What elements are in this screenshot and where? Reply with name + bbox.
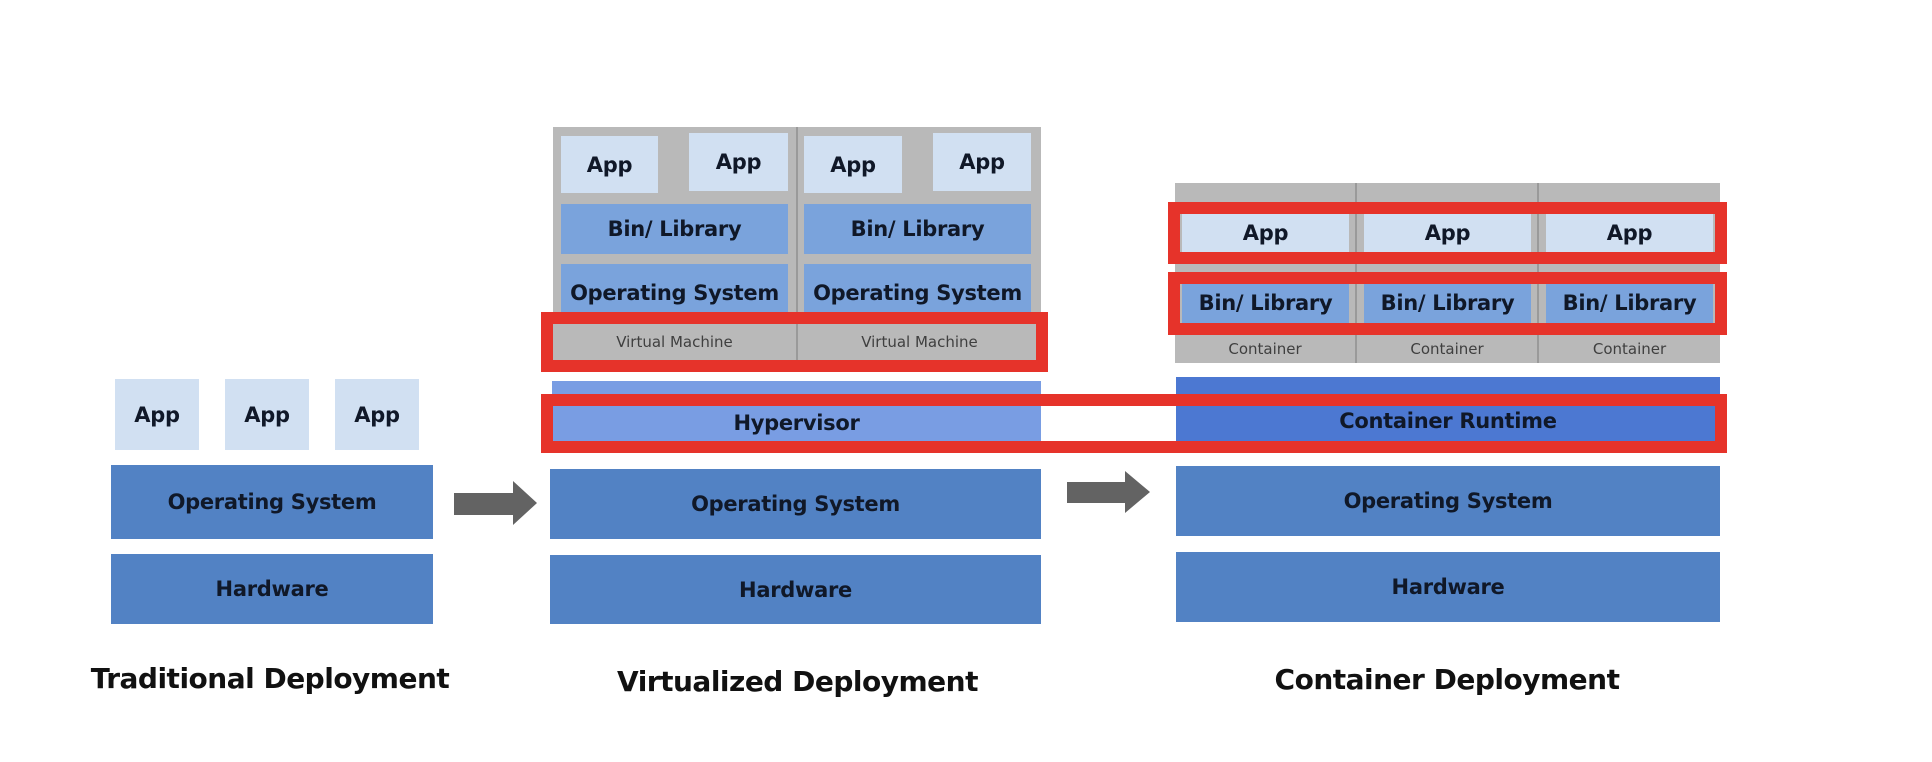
container3-bin-library: Bin/ Library [1546, 283, 1713, 323]
bin-library-label: Bin/ Library [607, 217, 742, 241]
vm1-app-2: App [689, 133, 788, 191]
container1-bin-library: Bin/ Library [1182, 283, 1349, 323]
app-label: App [134, 402, 180, 427]
app-label: App [1424, 221, 1471, 245]
os-label: Operating System [813, 281, 1022, 305]
app-label: App [1242, 221, 1289, 245]
vm1-app-1: App [561, 136, 658, 193]
app-label: App [244, 402, 290, 427]
traditional-app-3: App [335, 379, 419, 450]
traditional-app-1: App [115, 379, 199, 450]
hypervisor-label: Hypervisor [733, 410, 860, 435]
os-label: Operating System [1343, 489, 1553, 513]
app-label: App [586, 152, 633, 177]
container3-label: Container [1592, 340, 1667, 358]
container2-label: Container [1410, 340, 1484, 358]
container1-label: Container [1228, 340, 1302, 358]
os-label: Operating System [691, 492, 900, 516]
vm2-os: Operating System [804, 264, 1031, 312]
container-runtime-label: Container Runtime [1339, 408, 1557, 433]
vm2-app-1: App [804, 136, 902, 193]
app-label: App [354, 402, 400, 427]
container2-bin-library: Bin/ Library [1364, 283, 1531, 323]
virtualized-os: Operating System [550, 469, 1041, 539]
highlight-container-bin-library [1168, 272, 1727, 335]
hardware-label: Hardware [739, 577, 852, 602]
hardware-label: Hardware [215, 577, 329, 601]
container3-app: App [1546, 213, 1713, 253]
bin-library-label: Bin/ Library [850, 217, 985, 241]
vm-divider [796, 127, 798, 360]
container1-app: App [1182, 213, 1349, 253]
vm1-bin-library: Bin/ Library [561, 204, 788, 254]
highlight-container-apps [1168, 202, 1727, 264]
vm2-label: Virtual Machine [861, 332, 978, 351]
bin-library-label: Bin/ Library [1198, 291, 1333, 315]
virtualized-hardware: Hardware [550, 555, 1041, 624]
container-hardware: Hardware [1176, 552, 1720, 622]
arrow-right-icon [454, 481, 537, 525]
app-label: App [959, 150, 1005, 174]
app-label: App [1606, 221, 1653, 245]
container-title: Container Deployment [1274, 663, 1620, 696]
vm1-label: Virtual Machine [616, 332, 733, 351]
vm1-os: Operating System [561, 264, 788, 312]
container-runtime: Container Runtime [1176, 377, 1720, 442]
vm2-bin-library: Bin/ Library [804, 204, 1031, 254]
container2-app: App [1364, 213, 1531, 253]
arrow-right-icon [1067, 471, 1150, 513]
app-label: App [830, 152, 876, 177]
container-os: Operating System [1176, 466, 1720, 536]
app-label: App [715, 150, 762, 174]
vm2-app-2: App [933, 133, 1031, 191]
traditional-title: Traditional Deployment [90, 662, 450, 695]
os-label: Operating System [167, 490, 377, 514]
highlight-hypervisor-runtime [541, 394, 1727, 453]
traditional-os: Operating System [111, 465, 433, 539]
bin-library-label: Bin/ Library [1380, 291, 1515, 315]
bin-library-label: Bin/ Library [1562, 291, 1697, 315]
virtualized-title: Virtualized Deployment [617, 665, 978, 698]
hypervisor: Hypervisor [552, 381, 1041, 442]
os-label: Operating System [570, 281, 779, 305]
highlight-virtual-machine [541, 312, 1048, 372]
traditional-app-2: App [225, 379, 309, 450]
traditional-hardware: Hardware [111, 554, 433, 624]
hardware-label: Hardware [1391, 575, 1505, 599]
